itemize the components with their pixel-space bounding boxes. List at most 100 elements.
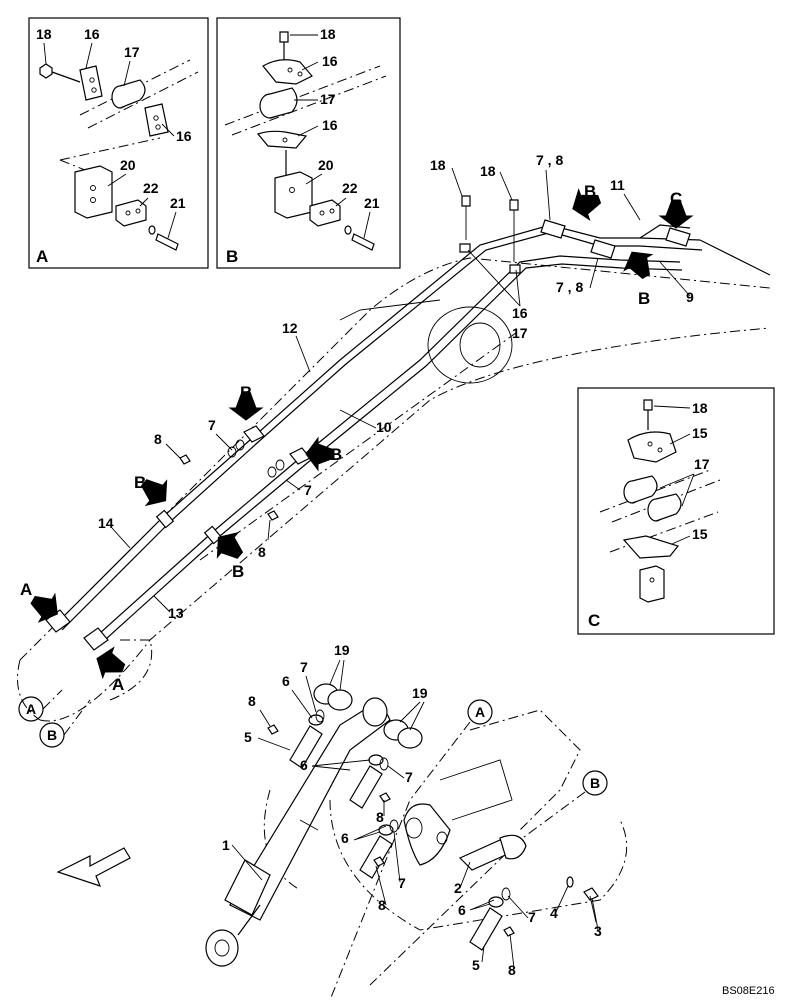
callout-c-6b: 6 xyxy=(300,757,308,773)
drawing-id: BS08E216 xyxy=(722,985,775,997)
clamp-15-top xyxy=(627,431,677,463)
callout-da-21: 21 xyxy=(170,195,186,211)
callout-m-16: 16 xyxy=(512,305,528,321)
circle-ref-b: B xyxy=(47,727,57,743)
fitting-a2 xyxy=(83,627,109,651)
callout-m-78b: 7 , 8 xyxy=(556,279,583,295)
bolt-18-c xyxy=(643,399,653,411)
fitting-b-upper xyxy=(243,425,265,443)
callout-m-18a: 18 xyxy=(430,157,446,173)
arrow-label-b1: B xyxy=(584,182,596,201)
arrow-label-a1: A xyxy=(20,580,32,599)
detail-b-label: B xyxy=(226,247,238,266)
callout-c-8a: 8 xyxy=(248,693,256,709)
callout-db-21: 21 xyxy=(364,195,380,211)
arrow-label-b6: B xyxy=(232,562,244,581)
arrow-label-a2: A xyxy=(112,675,124,694)
callout-m-8b: 8 xyxy=(258,544,266,560)
clamp-15-bottom xyxy=(622,535,680,559)
callout-c-5b: 5 xyxy=(472,957,480,973)
detail-b-frame xyxy=(216,17,401,269)
detail-a-frame xyxy=(28,17,209,269)
callout-c-8d: 8 xyxy=(508,962,516,978)
arrow-label-b5: B xyxy=(134,473,146,492)
callout-c-7a: 7 xyxy=(300,659,308,675)
arrow-label-b4: B xyxy=(330,445,342,464)
cylinder-eye xyxy=(205,929,239,967)
view-arrows xyxy=(30,188,694,680)
bolt-18-top-a xyxy=(461,195,471,207)
callout-da-16b: 16 xyxy=(176,128,192,144)
callout-c-8b: 8 xyxy=(376,809,384,825)
callout-c-1: 1 xyxy=(222,837,230,853)
callout-m-18b: 18 xyxy=(480,163,496,179)
callout-c-7b: 7 xyxy=(405,769,413,785)
detail-view-c xyxy=(577,387,775,635)
circled-refs xyxy=(18,696,608,796)
callout-da-22: 22 xyxy=(143,180,159,196)
callout-c-6c: 6 xyxy=(341,830,349,846)
callout-c-4: 4 xyxy=(550,905,558,921)
plate-22-b xyxy=(309,199,341,227)
detail-c-frame xyxy=(577,387,775,635)
callout-dc-15a: 15 xyxy=(692,425,708,441)
plate-c xyxy=(639,565,665,603)
callout-m-12: 12 xyxy=(282,320,298,336)
callout-db-17: 17 xyxy=(320,91,336,107)
callout-da-16a: 16 xyxy=(84,26,100,42)
bolt-18 xyxy=(39,63,53,79)
callout-c-8c: 8 xyxy=(378,897,386,913)
callout-m-7a: 7 xyxy=(208,417,216,433)
circle-ref-a-lower: A xyxy=(475,704,485,720)
callout-dc-17: 17 xyxy=(694,456,710,472)
callout-m-11: 11 xyxy=(610,177,625,193)
callout-da-17: 17 xyxy=(124,44,140,60)
pin-5a xyxy=(289,725,323,769)
callout-dc-15b: 15 xyxy=(692,526,708,542)
callout-m-7b: 7 xyxy=(304,482,312,498)
cylinder-assembly xyxy=(56,683,628,967)
arrow-label-b2: B xyxy=(638,289,650,308)
callout-m-78a: 7 , 8 xyxy=(536,152,563,168)
callout-m-8a: 8 xyxy=(154,431,162,447)
boom-assembly xyxy=(17,195,771,722)
bolt-18-top-b xyxy=(509,199,519,211)
front-direction-arrow xyxy=(56,847,131,887)
callout-db-18: 18 xyxy=(320,26,336,42)
pin-6b xyxy=(349,765,383,809)
callout-db-20: 20 xyxy=(318,157,334,173)
callout-c-19b: 19 xyxy=(412,685,428,701)
detail-view-a xyxy=(28,17,209,269)
callout-c-2: 2 xyxy=(454,880,462,896)
callout-db-22: 22 xyxy=(342,180,358,196)
callout-m-17: 17 xyxy=(512,325,528,341)
callout-c-5a: 5 xyxy=(244,729,252,745)
callout-c-19a: 19 xyxy=(334,642,350,658)
callout-da-20: 20 xyxy=(120,157,136,173)
detail-c-label: C xyxy=(588,611,600,630)
callout-db-16b: 16 xyxy=(322,117,338,133)
pin-6c xyxy=(359,835,393,879)
circle-ref-b-lower: B xyxy=(590,775,600,791)
callout-c-6d: 6 xyxy=(458,902,466,918)
clamp-16-bottom xyxy=(256,130,308,149)
callout-m-10: 10 xyxy=(376,419,392,435)
callout-c-3: 3 xyxy=(594,923,602,939)
callout-m-13: 13 xyxy=(168,605,184,621)
plate-20 xyxy=(74,165,113,219)
detail-a-label: A xyxy=(36,247,48,266)
arrow-label-c1: C xyxy=(670,189,682,208)
boom-bottom-edge xyxy=(39,327,771,722)
callout-c-7c: 7 xyxy=(398,875,406,891)
callout-c-7d: 7 xyxy=(528,909,536,925)
boom-top-edge xyxy=(19,257,771,661)
callout-dc-18: 18 xyxy=(692,400,708,416)
clamp-16-upper xyxy=(79,65,103,101)
callout-c-6a: 6 xyxy=(282,673,290,689)
plate-20-b xyxy=(274,171,313,219)
cylinder-1 xyxy=(229,699,391,921)
circle-ref-a: A xyxy=(26,701,36,717)
callout-m-9: 9 xyxy=(686,289,694,305)
pin-5b xyxy=(469,907,503,951)
